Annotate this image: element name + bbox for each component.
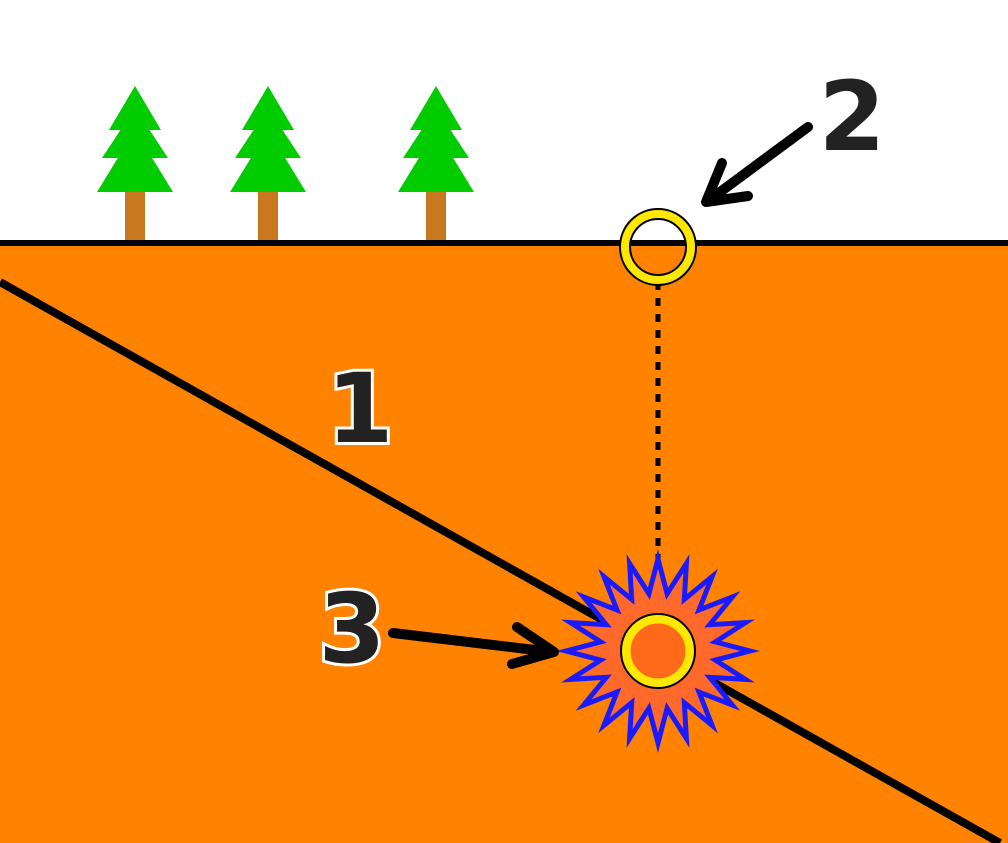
label-focus: 3 xyxy=(319,573,386,685)
sky xyxy=(0,0,1008,243)
label-epicenter: 2 xyxy=(819,61,886,173)
ring-marker-outline xyxy=(619,208,697,286)
fault-line xyxy=(0,278,1002,843)
tree-icon xyxy=(230,86,306,242)
label-fault: 1 xyxy=(327,353,394,465)
focus-ring-outline xyxy=(620,613,696,689)
arrow-icon xyxy=(388,622,559,669)
ground xyxy=(0,243,1008,843)
tree-icon xyxy=(398,86,474,242)
tree-icon xyxy=(97,86,173,242)
arrow-icon xyxy=(701,122,813,207)
focus-ring xyxy=(621,614,695,688)
ring-marker-icon xyxy=(620,209,696,285)
ring-marker-inner-outline xyxy=(629,218,687,276)
